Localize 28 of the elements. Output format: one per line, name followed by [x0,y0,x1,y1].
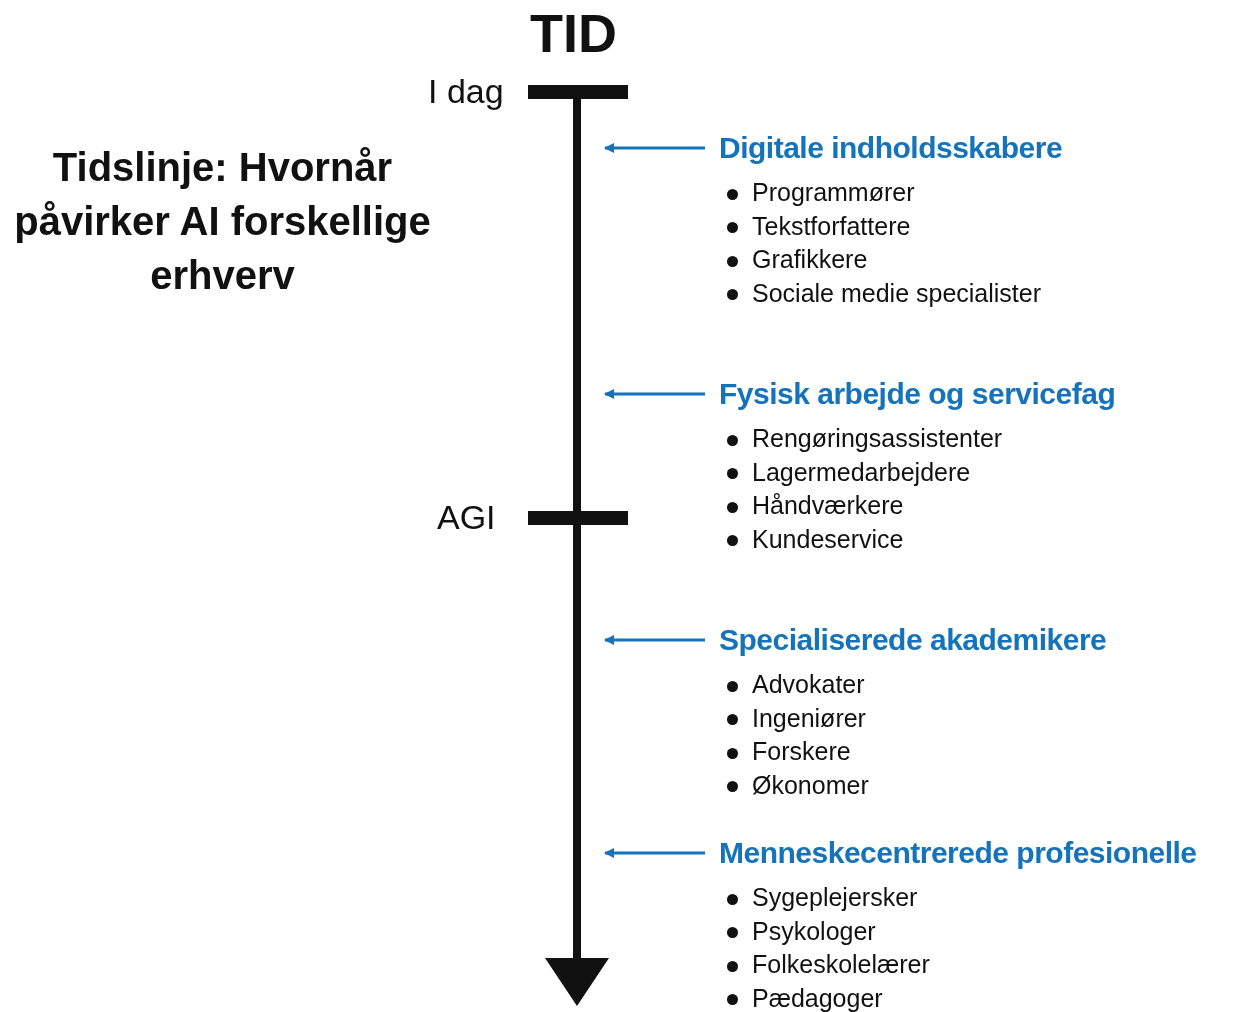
arrow [604,389,705,399]
bullet-item: Forskere [719,735,851,769]
category-heading: Fysisk arbejde og servicefag [719,376,1116,412]
bullet-item: Kundeservice [719,522,904,556]
category-heading: Specialiserede akademikere [719,622,1107,658]
category-heading: Menneskecentrerede profesionelle [719,835,1197,871]
tick-label: I dag [428,72,504,111]
bullet-item: Økonomer [719,768,869,802]
bullet-item: Folkeskolelærer [719,948,930,982]
tick-label: AGI [437,498,496,537]
bullet-item: Tekstforfattere [719,209,911,243]
bullet-item: Sygeplejersker [719,881,918,915]
bullet-item: Håndværkere [719,489,904,523]
bullet-item: Pædagoger [719,981,883,1012]
bullet-item: Lagermedarbejdere [719,455,971,489]
arrow [604,848,705,858]
bullet-item: Ingeniører [719,701,866,735]
bullet-item: Rengøringsassistenter [719,422,1003,456]
bullet-item: Sociale medie specialister [719,276,1042,310]
bullet-item: Advokater [719,668,865,702]
axis-label: TID [530,2,617,64]
arrow [604,143,705,153]
arrow [604,635,705,645]
bullet-item: Psykologer [719,914,876,948]
heading: Tidslinje: Hvornår påvirker AI forskellige erhverv [13,144,432,299]
category-heading: Digitale indholdsskabere [719,130,1063,166]
bullet-item: Grafikkere [719,243,868,277]
bullet-item: Programmører [719,176,915,210]
